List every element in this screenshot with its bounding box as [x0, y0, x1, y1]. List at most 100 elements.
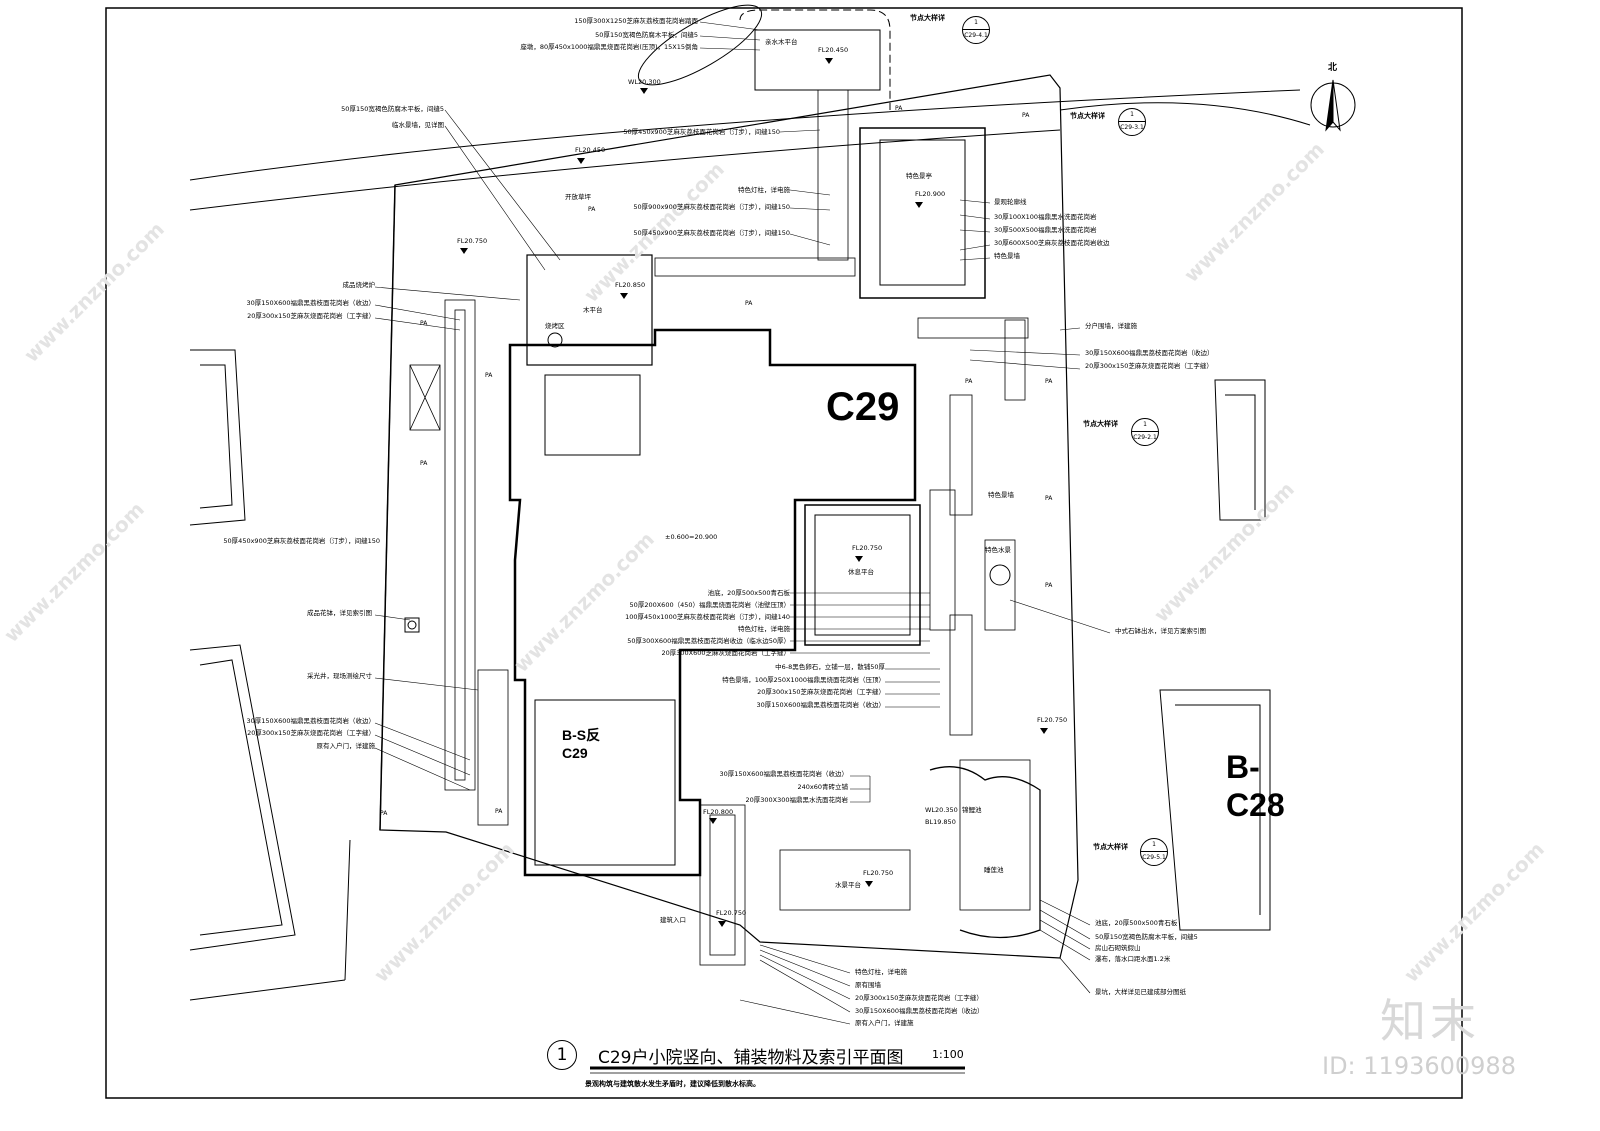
area-label: 睡莲池 [984, 866, 1004, 874]
drawing-number: 1 [547, 1040, 577, 1070]
pa-label: PA [1022, 112, 1030, 119]
elevation-datum: ±0.600=20.900 [665, 533, 718, 541]
area-label: 锦鲤池 [962, 806, 982, 814]
level-label: FL20.750 [863, 869, 894, 877]
callout: 瀑布，落水口距水面1.2米 [1095, 955, 1171, 963]
callout: 30厚150X600福鼎黑荔枝面花岗岩（收边） [246, 299, 375, 307]
level-label: FL20.750 [716, 909, 747, 917]
callout: 原有围墙 [855, 981, 881, 989]
index-ref-label: 节点大样详 [1070, 112, 1105, 120]
index-sheet: C29-4.1 [964, 32, 988, 39]
callout: 景坑，大样详见已建成部分图纸 [1095, 988, 1186, 996]
callout: 分户围墙，详建施 [1085, 322, 1137, 330]
callout: 50厚200X600（450）福鼎黑烧面花岗岩（池壁压顶） [629, 601, 790, 609]
callout: 临水景墙，见详图 [392, 121, 444, 129]
callout: 特色灯柱，详电施 [738, 625, 790, 633]
area-label: 休息平台 [848, 568, 874, 576]
pa-label: PA [420, 460, 428, 467]
pa-label: PA [420, 320, 428, 327]
callout: 50厚150宽褐色防腐木平板，间缝5 [1095, 933, 1198, 941]
callout: 50厚450x900芝麻灰荔枝面花岗岩（汀步），间缝150 [623, 128, 780, 136]
callout: 特色景墙，100厚250X1000福鼎黑烧面花岗岩（压顶） [722, 676, 885, 684]
callout: 30厚100X100福鼎黑水洗面花岗岩 [994, 213, 1097, 221]
pa-label: PA [380, 810, 388, 817]
callout: 240x60青砖立铺 [797, 783, 848, 791]
callout: 30厚150X600福鼎黑荔枝面花岗岩（收边） [719, 770, 848, 778]
callout: 30厚150X600福鼎黑荔枝面花岗岩（收边） [855, 1007, 984, 1015]
watermark-id: ID: 1193600988 [1322, 1052, 1516, 1080]
level-label: FL20.750 [1037, 716, 1068, 724]
callout: 特色灯柱，详电施 [855, 968, 907, 976]
level-label: FL20.800 [703, 808, 734, 816]
callout: 150厚300X1250芝麻灰荔枝面花岗岩踏面 [574, 17, 698, 25]
pa-label: PA [745, 300, 753, 307]
neighbor-building-label: C28 [1226, 787, 1285, 823]
index-num: 1 [963, 17, 989, 30]
drawing-note: 景观构筑与建筑散水发生矛盾时，建议降低到散水标高。 [585, 1080, 760, 1088]
callout: 20厚300x150芝麻灰烧面花岗岩（工字缝） [757, 688, 885, 696]
level-label: BL19.850 [925, 818, 956, 826]
callout: 50厚150宽褐色防腐木平板，间缝5 [341, 105, 444, 113]
pa-label: PA [1045, 495, 1053, 502]
area-label: 建筑入口 [660, 916, 686, 924]
level-label: FL20.450 [818, 46, 849, 54]
area-label: 水景平台 [835, 881, 861, 889]
callout: 池底，20厚500x500青石板 [707, 589, 790, 597]
index-sheet: C29-2.1 [1133, 434, 1157, 441]
index-sheet: C29-3.1 [1120, 124, 1144, 131]
callout: 20厚300x150芝麻灰烧面花岗岩（工字缝） [247, 312, 375, 320]
callout: 30厚150X600福鼎黑荔枝面花岗岩（收边） [756, 701, 885, 709]
building-sub-label: B-S反 [562, 727, 601, 743]
pa-label: PA [1045, 582, 1053, 589]
drawing-scale: 1:100 [932, 1048, 964, 1061]
callout: 50厚150宽褐色防腐木平板，间缝5 [595, 31, 698, 39]
callout: 座墩，80厚450x1000福鼎黑烧面花岗岩(压顶)，15X15倒角 [520, 43, 698, 51]
pa-label: PA [495, 808, 503, 815]
pa-label: PA [485, 372, 493, 379]
index-ref-label: 节点大样详 [1093, 843, 1128, 851]
index-num: 1 [1141, 839, 1167, 852]
callout: 景观轮廓线 [994, 198, 1027, 206]
callout: 原有入户门，详建施 [855, 1019, 914, 1027]
callout: 50厚300X600福鼎黑荔枝面花岗岩收边（临水边50厚） [627, 637, 790, 645]
north-label: 北 [1328, 63, 1338, 73]
area-label: 亲水木平台 [765, 38, 798, 46]
callout: 30厚150X600福鼎黑荔枝面花岗岩（收边） [246, 717, 375, 725]
pa-label: PA [588, 206, 596, 213]
index-ref-label: 节点大样详 [910, 14, 945, 22]
callout: 50厚900x900芝麻灰荔枝面花岗岩（汀步），间缝150 [633, 203, 790, 211]
callout: 20厚300X300福鼎黑水洗面花岗岩 [745, 796, 848, 804]
callout: 特色景墙 [994, 252, 1020, 260]
level-label: WL20.350 [925, 806, 958, 814]
level-label: FL20.850 [615, 281, 646, 289]
area-label: 特色景墙 [988, 491, 1014, 499]
index-num: 1 [1119, 109, 1145, 122]
area-label: 特色景亭 [906, 172, 932, 180]
callout: 50厚450x900芝麻灰荔枝面花岗岩（汀步），间缝150 [223, 537, 380, 545]
building-outline [508, 328, 917, 877]
level-label: FL20.750 [852, 544, 883, 552]
watermark-logo: 知末 [1380, 994, 1480, 1048]
level-label: WL20.300 [628, 78, 661, 86]
neighbor-building-label: B- [1226, 749, 1260, 785]
area-label: 特色水景 [985, 546, 1011, 554]
callout: 20厚300x150芝麻灰烧面花岗岩（工字缝） [1085, 362, 1213, 370]
pa-label: PA [895, 105, 903, 112]
callout: 30厚150X600福鼎黑荔枝面花岗岩（收边） [1085, 349, 1214, 357]
callout: 30厚600X500芝麻灰荔枝面花岗岩收边 [994, 239, 1110, 247]
building-sub-label: C29 [562, 745, 588, 761]
pa-label: PA [1045, 378, 1053, 385]
level-label: FL20.450 [575, 146, 606, 154]
callout: 成品烧烤炉 [342, 281, 376, 289]
callout: 采光井，现场测绘尺寸 [307, 672, 372, 680]
level-label: FL20.900 [915, 190, 946, 198]
drawing-title: C29户小院竖向、铺装物料及索引平面图 [598, 1048, 904, 1068]
pa-label: PA [965, 378, 973, 385]
callout: 中式石缽出水，详见方案索引图 [1115, 627, 1206, 635]
callout: 50厚450x900芝麻灰荔枝面花岗岩（汀步），间缝150 [633, 229, 790, 237]
